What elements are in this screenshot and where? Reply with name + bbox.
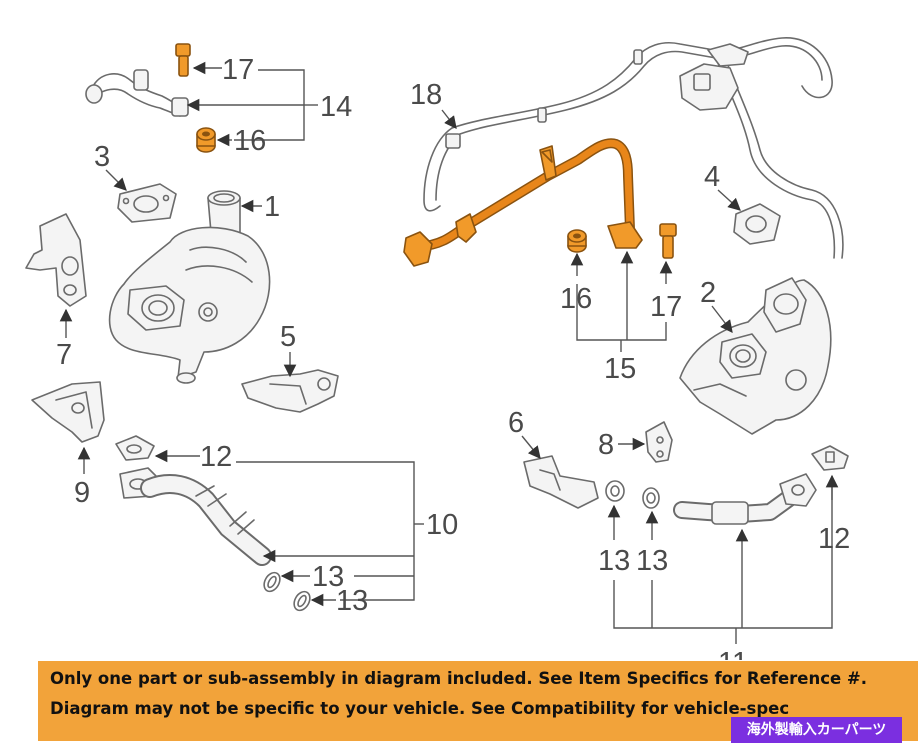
part-16-washer-right xyxy=(567,229,587,253)
seller-tag: 海外製輸入カーパーツ xyxy=(731,717,902,743)
part-18-lines xyxy=(423,37,844,259)
callout-18: 18 xyxy=(410,79,442,111)
callout-5: 5 xyxy=(280,321,296,353)
callout-8: 8 xyxy=(598,429,614,461)
callout-17-top: 17 xyxy=(222,54,254,86)
callout-1: 1 xyxy=(264,191,280,223)
part-5-bracket xyxy=(241,369,339,413)
part-13-seals-right xyxy=(605,480,660,509)
part-15-tube xyxy=(403,138,643,267)
part-17-bolt-right xyxy=(659,223,677,259)
callout-7: 7 xyxy=(56,339,72,371)
callout-15: 15 xyxy=(604,353,636,385)
part-10-pipe xyxy=(119,467,272,566)
part-4-gasket xyxy=(733,203,781,245)
disclaimer-line-1: Only one part or sub-assembly in diagram… xyxy=(50,669,868,688)
part-1-turbocharger xyxy=(108,190,271,384)
callout-3: 3 xyxy=(94,141,110,173)
part-16-washer-top xyxy=(196,127,216,153)
part-7-bracket xyxy=(25,213,87,307)
callout-16-top: 16 xyxy=(234,125,266,157)
callout-14: 14 xyxy=(320,91,352,123)
part-17-bolt-top xyxy=(175,43,191,77)
part-2-turbocharger xyxy=(679,277,832,435)
callout-12-right: 12 xyxy=(818,523,850,555)
leader-lines xyxy=(59,61,839,644)
part-6-bracket xyxy=(523,455,599,509)
callout-13-right-b: 13 xyxy=(636,545,668,577)
part-13-seals-left xyxy=(263,571,311,612)
callout-12-left: 12 xyxy=(200,441,232,473)
parts-diagram: 17 14 16 3 1 7 5 9 12 10 13 13 18 16 17 … xyxy=(25,37,850,660)
callout-9: 9 xyxy=(74,477,90,509)
part-3-gasket xyxy=(117,183,177,223)
callout-6: 6 xyxy=(508,407,524,439)
callout-4: 4 xyxy=(704,161,720,193)
callout-11: 11 xyxy=(718,647,748,660)
part-14-hose xyxy=(85,69,189,117)
part-8-bracket xyxy=(645,421,673,463)
callout-numbers: 17 14 16 3 1 7 5 9 12 10 13 13 18 16 17 … xyxy=(56,54,850,660)
callout-17-right: 17 xyxy=(650,291,682,323)
callout-13-left-b: 13 xyxy=(336,585,368,617)
callout-16-right: 16 xyxy=(560,283,592,315)
callout-2: 2 xyxy=(700,277,716,309)
callout-10: 10 xyxy=(426,509,458,541)
disclaimer-line-2: Diagram may not be specific to your vehi… xyxy=(50,699,790,718)
callout-13-right-a: 13 xyxy=(598,545,630,577)
part-12-gasket-left xyxy=(115,435,155,461)
part-9-shield xyxy=(31,381,105,443)
callout-13-left-a: 13 xyxy=(312,561,344,593)
part-12-gasket-right xyxy=(811,445,849,471)
part-11-pipe xyxy=(673,473,817,525)
